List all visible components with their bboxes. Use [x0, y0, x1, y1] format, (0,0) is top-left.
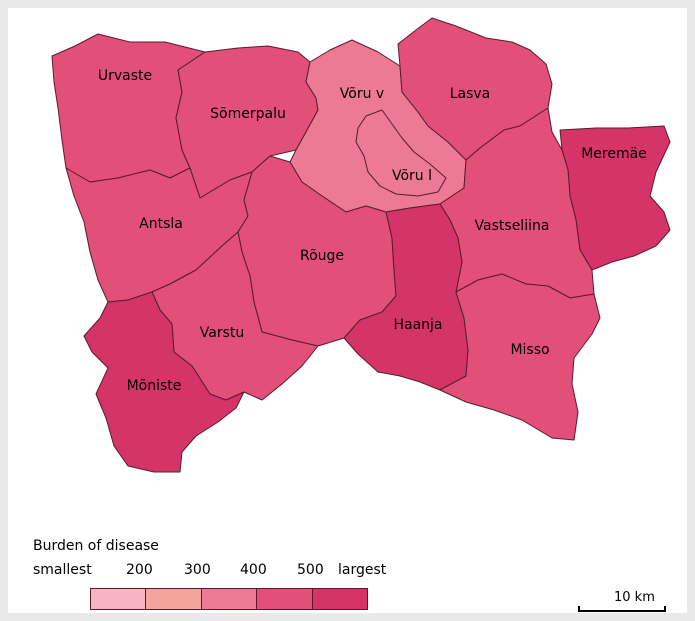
legend-swatch-1	[91, 589, 147, 609]
region-somerpalu[interactable]	[175, 45, 319, 199]
label-rouge: Rõuge	[300, 248, 344, 264]
region-voru-l[interactable]	[355, 109, 447, 197]
region-lasva[interactable]	[397, 17, 553, 161]
legend-break-500: 500	[297, 562, 324, 578]
label-voru-l: Võru l	[392, 168, 432, 184]
scale-bar	[578, 606, 666, 612]
scale-label: 10 km	[614, 590, 655, 605]
legend-break-400: 400	[240, 562, 267, 578]
label-antsla: Antsla	[139, 216, 183, 232]
label-vastseliina: Vastseliina	[475, 218, 550, 234]
region-moniste[interactable]	[83, 291, 245, 473]
region-misso[interactable]	[439, 273, 601, 441]
region-labels: Urvaste Sõmerpalu Võru v Võru l Lasva Me…	[98, 68, 647, 394]
legend-largest-label: largest	[338, 562, 387, 578]
legend-swatch-2	[146, 589, 202, 609]
legend-smallest-label: smallest	[33, 562, 92, 578]
legend-swatch-4	[257, 589, 313, 609]
legend-break-300: 300	[184, 562, 211, 578]
legend-title: Burden of disease	[33, 538, 159, 554]
legend-color-bar	[90, 588, 368, 610]
label-voru-v: Võru v	[340, 86, 384, 102]
label-misso: Misso	[510, 342, 549, 358]
legend-swatch-3	[201, 589, 258, 609]
label-haanja: Haanja	[393, 317, 442, 333]
label-moniste: Mõniste	[127, 378, 182, 394]
label-meremae: Meremäe	[581, 146, 647, 162]
label-lasva: Lasva	[450, 86, 491, 102]
legend-swatch-5	[312, 589, 368, 609]
label-somerpalu: Sõmerpalu	[210, 106, 286, 122]
region-haanja[interactable]	[343, 203, 469, 391]
label-urvaste: Urvaste	[98, 68, 152, 84]
label-varstu: Varstu	[200, 325, 244, 341]
legend-break-200: 200	[126, 562, 153, 578]
